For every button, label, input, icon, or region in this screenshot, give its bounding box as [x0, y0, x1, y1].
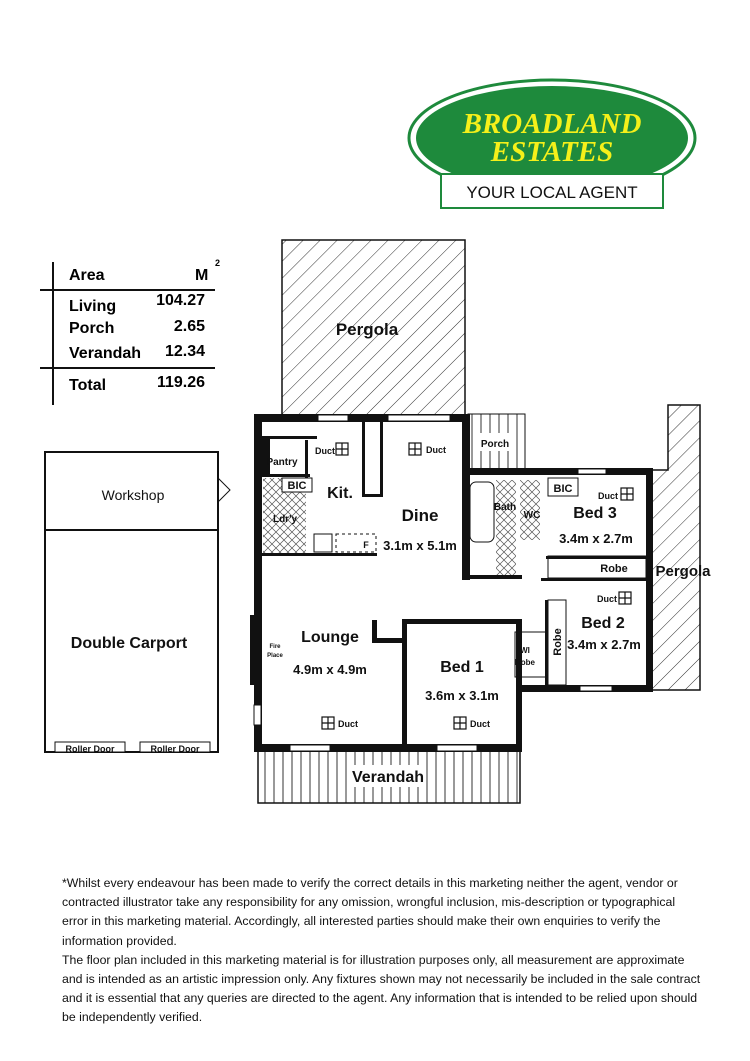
wc-floor — [520, 480, 540, 540]
room-kitchen: Kit. — [327, 485, 353, 502]
robe-bed2 — [547, 599, 567, 686]
fire-place-label: Place — [267, 653, 283, 659]
room-verandah: Verandah — [352, 769, 424, 786]
pergola-top — [281, 239, 466, 416]
room-bic-kit: BIC — [288, 480, 307, 492]
room-workshop: Workshop — [102, 487, 165, 503]
wi-robe-label: Robe — [515, 658, 536, 667]
room-pergola-top: Pergola — [336, 320, 399, 339]
bic-bed3 — [547, 477, 579, 497]
area-row-label: Verandah — [69, 345, 141, 362]
room-bath: Bath — [494, 502, 516, 513]
room-robe-bed2: Robe — [552, 628, 564, 656]
logo-tagline: YOUR LOCAL AGENT — [466, 183, 637, 202]
duct-label: Duct — [315, 446, 335, 456]
wi-robe-label: WI — [520, 646, 530, 655]
area-header-unit: M — [195, 267, 208, 284]
room-lounge: Lounge — [301, 629, 359, 646]
area-total-value: 119.26 — [157, 374, 205, 391]
pergola-right — [649, 404, 701, 691]
area-row-label: Living — [69, 298, 116, 315]
duct-label: Duct — [470, 719, 490, 729]
room-pantry: Pantry — [266, 457, 298, 468]
area-row-label: Porch — [69, 320, 114, 337]
duct-label: Duct — [597, 594, 617, 604]
fire-place-label: Fire — [269, 644, 281, 650]
room-wc: WC — [524, 510, 541, 521]
area-table: Area M 2 Living 104.27 Porch 2.65 Verand… — [40, 258, 220, 405]
area-row-value: 12.34 — [165, 343, 205, 360]
room-pergola-right: Pergola — [655, 563, 711, 580]
duct-labels: Duct Duct Duct Duct Duct Duct — [315, 445, 618, 729]
duct-label: Duct — [338, 719, 358, 729]
bath-floor — [496, 480, 516, 575]
duct-label: Duct — [598, 491, 618, 501]
wi-robe — [514, 631, 548, 678]
garage-block: Workshop Double Carport Roller Door Roll… — [44, 451, 231, 754]
room-robe-bed3: Robe — [600, 563, 628, 575]
room-double-carport: Double Carport — [71, 635, 188, 652]
room-dine-size: 3.1m x 5.1m — [383, 538, 457, 553]
room-bed3: Bed 3 — [573, 505, 617, 522]
windows — [253, 414, 613, 752]
room-bed1-size: 3.6m x 3.1m — [425, 688, 499, 703]
logo-line1: BROADLAND — [462, 108, 642, 140]
room-dine: Dine — [402, 506, 439, 525]
area-row-value: 104.27 — [156, 292, 205, 309]
room-bed2-size: 3.4m x 2.7m — [567, 637, 641, 652]
room-porch: Porch — [481, 439, 509, 450]
room-bed3-size: 3.4m x 2.7m — [559, 531, 633, 546]
room-lounge-size: 4.9m x 4.9m — [293, 662, 367, 677]
roller-door-label: Roller Door — [150, 744, 200, 754]
bic-kit — [281, 477, 313, 493]
roller-door-label: Roller Door — [65, 744, 115, 754]
disclaimer-paragraph-1: *Whilst every endeavour has been made to… — [62, 876, 678, 948]
disclaimer: *Whilst every endeavour has been made to… — [62, 874, 702, 1028]
area-row-value: 2.65 — [174, 318, 205, 335]
duct-icons — [321, 442, 634, 730]
room-bed1: Bed 1 — [440, 659, 484, 676]
fridge-label: F — [363, 540, 369, 550]
room-bed2: Bed 2 — [581, 615, 625, 632]
broadland-estates-logo: BROADLAND ESTATES YOUR LOCAL AGENT — [407, 78, 697, 209]
room-laundry: Ldr'y — [273, 514, 297, 525]
room-bic-bed3: BIC — [554, 483, 573, 495]
disclaimer-paragraph-2: The floor plan included in this marketin… — [62, 952, 701, 1025]
logo-line2: ESTATES — [490, 136, 614, 168]
bathtub — [469, 481, 495, 543]
duct-label: Duct — [426, 445, 446, 455]
robe-bed3 — [547, 555, 647, 579]
area-total-label: Total — [69, 377, 106, 394]
area-header-unit-sup: 2 — [215, 258, 220, 268]
area-header-label: Area — [69, 267, 105, 284]
fridge-space — [335, 533, 377, 553]
stove — [313, 533, 333, 553]
